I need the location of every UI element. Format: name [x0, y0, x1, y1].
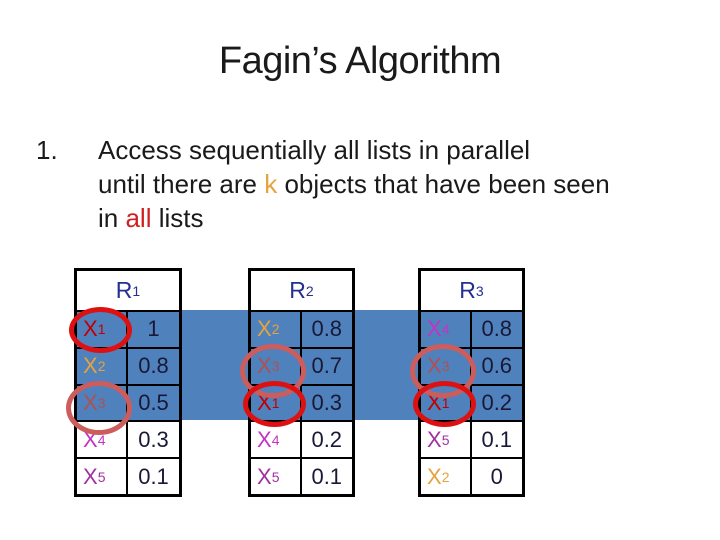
keyword-all: all — [125, 203, 152, 233]
bullet-line-1: Access sequentially all lists in paralle… — [98, 135, 531, 165]
keyword-k: k — [264, 169, 278, 199]
seen-rows-highlight-band — [74, 310, 525, 420]
bullet-line-2: until there are k objects that have been… — [98, 169, 610, 199]
score-cell: 0.1 — [138, 463, 169, 489]
score-cell: 0.3 — [138, 426, 169, 452]
score-cell: 0.7 — [311, 353, 343, 379]
bullet-line-3: in all lists — [98, 203, 204, 233]
score-cell: 0.8 — [481, 316, 513, 342]
score-cell: 0.2 — [311, 426, 343, 452]
score-cell: 0 — [490, 463, 503, 489]
score-cell: 0.3 — [311, 389, 343, 415]
bullet-item: 1. Access sequentially all lists in para… — [36, 133, 696, 235]
page-title: Fagin’s Algorithm — [218, 40, 502, 82]
score-cell: 0.5 — [138, 389, 169, 415]
score-cell: 1 — [147, 316, 160, 342]
bullet-text: Access sequentially all lists in paralle… — [98, 133, 696, 235]
score-cell: 0.8 — [138, 353, 169, 379]
score-cell: 0.1 — [481, 426, 513, 452]
score-cell: 0.1 — [311, 463, 343, 489]
list-number: 1. — [36, 135, 58, 165]
score-cell: 0.6 — [481, 353, 513, 379]
score-cell: 0.2 — [481, 389, 513, 415]
score-cell: 0.8 — [311, 316, 343, 342]
